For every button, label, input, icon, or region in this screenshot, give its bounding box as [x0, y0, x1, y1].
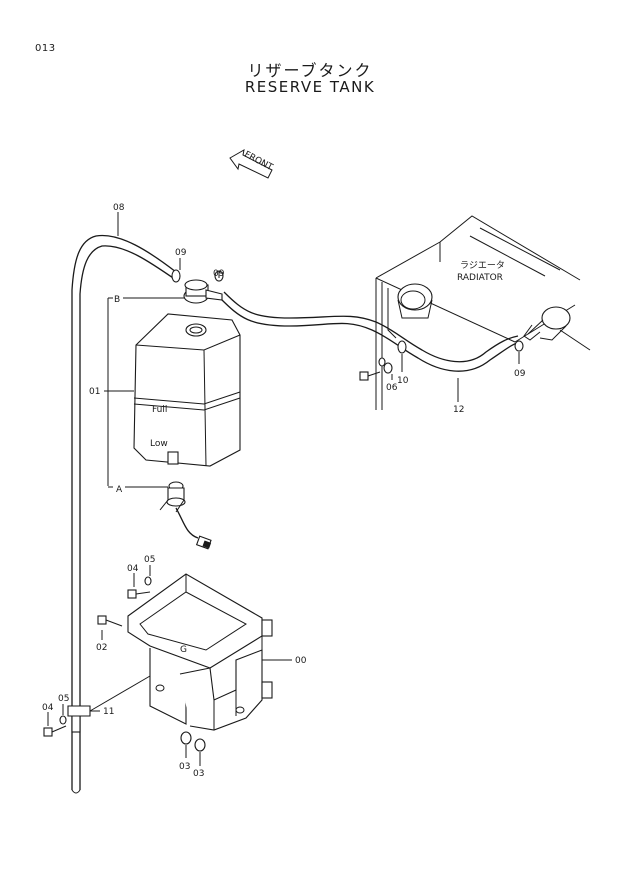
nut-03-a — [180, 731, 192, 745]
callout-labels: 08 09 09 01 05 04 02 00 05 04 11 03 03 0… — [42, 203, 526, 779]
page-number: 013 — [35, 43, 56, 54]
bolt-04-upper — [127, 589, 151, 599]
callout-04-lower: 04 — [42, 703, 54, 713]
reserve-tank: Full Low — [133, 313, 241, 467]
hose-12 — [219, 291, 521, 372]
front-label: FRONT — [242, 150, 274, 173]
callout-02: 02 — [96, 643, 107, 653]
washer-05-lower — [59, 715, 67, 725]
title-japanese: リザーブタンク — [247, 61, 373, 80]
title-english: RESERVE TANK — [244, 78, 376, 96]
callout-12: 12 — [453, 405, 464, 415]
callout-05-upper: 05 — [144, 555, 155, 565]
svg-text:G: G — [180, 645, 187, 655]
mounting-bracket: G — [127, 573, 273, 731]
washer-06 — [378, 357, 393, 374]
port-b-marker: B — [107, 295, 188, 486]
port-b-label: B — [114, 295, 120, 305]
bolt-04-lower — [43, 725, 67, 737]
tank-mark-low: Low — [150, 439, 168, 449]
washer-05-upper — [144, 576, 152, 586]
radiator-label-jp: ラジエータ — [460, 260, 505, 271]
bolt-02 — [97, 615, 123, 627]
overflow-hose-08 — [71, 234, 177, 794]
callout-10: 10 — [397, 376, 409, 386]
callout-03-b: 03 — [193, 769, 204, 779]
clamp-11 — [67, 705, 91, 717]
front-arrow-icon: FRONT — [229, 149, 275, 179]
hose-clamp-10 — [397, 340, 407, 354]
callout-04-upper: 04 — [127, 564, 139, 574]
callout-00: 00 — [295, 656, 307, 666]
callout-09-a: 09 — [175, 248, 187, 258]
callout-09-b: 09 — [213, 269, 225, 279]
drain-fitting — [159, 481, 212, 550]
tank-mark-full: Full — [152, 405, 167, 415]
callout-08: 08 — [113, 203, 125, 213]
callout-05-lower: 05 — [58, 694, 69, 704]
port-a-marker: A — [108, 485, 168, 495]
callout-03-a: 03 — [179, 762, 190, 772]
radiator-label-en: RADIATOR — [457, 273, 503, 283]
port-a-label: A — [116, 485, 123, 495]
callout-06: 06 — [386, 383, 398, 393]
tank-cap-fitting — [171, 269, 224, 304]
hose-clamp-09-radiator — [514, 340, 524, 352]
callout-11: 11 — [103, 707, 114, 717]
nut-03-b — [194, 738, 206, 752]
leader-lines — [47, 212, 520, 766]
callout-09-c: 09 — [514, 369, 526, 379]
bolt-radiator — [359, 371, 381, 381]
callout-01: 01 — [89, 387, 100, 397]
radiator: ラジエータ RADIATOR — [375, 215, 591, 410]
